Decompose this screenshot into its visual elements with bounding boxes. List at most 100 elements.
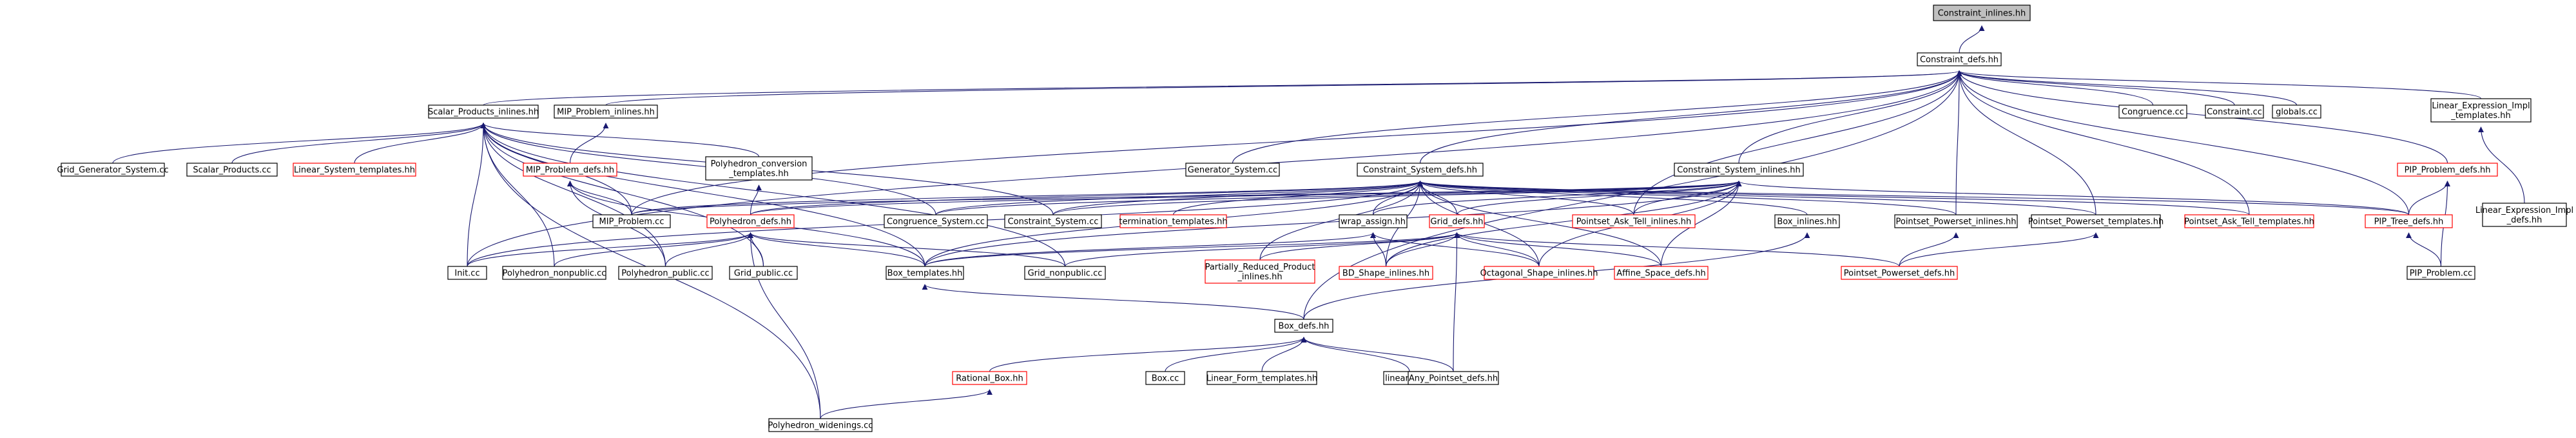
node-mipdefs[interactable]: MIP_Problem_defs.hh (523, 163, 617, 177)
node-boxdefs[interactable]: Box_defs.hh (1274, 319, 1333, 333)
node-lft[interactable]: Linear_Form_templates.hh (1206, 371, 1317, 385)
node-label: globals.cc (2276, 108, 2318, 117)
node-box (293, 163, 416, 177)
edge-ppt-to-csdefs (1417, 181, 2097, 215)
node-box (447, 266, 487, 280)
node-glob[interactable]: globals.cc (2272, 105, 2321, 119)
node-label: Constraint_inlines.hh (1938, 9, 2026, 19)
node-affs[interactable]: Affine_Space_defs.hh (1614, 266, 1709, 280)
node-mipcc[interactable]: MIP_Problem.cc (592, 214, 671, 228)
edge-patt-to-cdefs (1956, 70, 2250, 215)
edge-bds-to-wrap (1370, 232, 1387, 267)
node-boxcc[interactable]: Box.cc (1145, 371, 1185, 385)
node-label: Polyhedron_defs.hh (710, 217, 791, 227)
node-boxinl[interactable]: Box_inlines.hh (1774, 214, 1840, 228)
edge-lin-to-boxdefs (1301, 337, 1410, 372)
node-box (1408, 371, 1499, 385)
node-box (1004, 214, 1102, 228)
node-boxt[interactable]: Box_templates.hh (886, 266, 964, 280)
node-ppinl[interactable]: Pointset_Powerset_inlines.hh (1894, 214, 2018, 228)
edge-gridnp-to-spi (480, 123, 1066, 267)
edge-patinl-to-csdefs (1417, 181, 1634, 215)
node-apd[interactable]: Any_Pointset_defs.hh (1408, 371, 1499, 385)
node-patinl[interactable]: Pointset_Ask_Tell_inlines.hh (1572, 214, 1696, 228)
node-box (1917, 52, 2002, 66)
node-pipdefs[interactable]: PIP_Problem_defs.hh (2397, 163, 2498, 177)
node-polypub[interactable]: Polyhedron_public.cc (618, 266, 713, 280)
node-label: Octagonal_Shape_inlines.hh (1480, 269, 1598, 279)
node-label: Grid_Generator_System.cc (57, 166, 168, 175)
node-label: BD_Shape_inlines.hh (1342, 269, 1429, 279)
node-polynp[interactable]: Polyhedron_nonpublic.cc (502, 266, 606, 280)
node-label: Grid_nonpublic.cc (1028, 269, 1103, 279)
node-label: Box_templates.hh (887, 269, 963, 279)
node-box (1933, 5, 2031, 21)
node-pct[interactable]: Polyhedron_conversion_templates.hh (705, 156, 813, 181)
node-label: PIP_Problem.cc (2410, 269, 2473, 279)
node-ppdefs[interactable]: Pointset_Powerset_defs.hh (1841, 266, 1958, 280)
node-termt[interactable]: termination_templates.hh (1119, 214, 1228, 228)
node-box (1339, 214, 1408, 228)
edge-leimpldefs-to-leimpl (2478, 126, 2525, 204)
node-bds[interactable]: BD_Shape_inlines.hh (1339, 266, 1433, 280)
node-griddefs[interactable]: Grid_defs.hh (1429, 214, 1485, 228)
node-leimpldefs[interactable]: Linear_Expression_Impl_defs.hh (2475, 203, 2573, 227)
node-csinl[interactable]: Constraint_System_inlines.hh (1674, 163, 1804, 177)
node-gscc[interactable]: Generator_System.cc (1185, 163, 1280, 177)
node-rbox[interactable]: Rational_Box.hh (952, 371, 1027, 385)
edge-apd-to-griddefs (1453, 232, 1460, 372)
node-spi[interactable]: Scalar_Products_inlines.hh (428, 105, 539, 119)
node-label: Generator_System.cc (1188, 166, 1277, 175)
node-pwid[interactable]: Polyhedron_widenings.cc (768, 418, 873, 432)
edge-ppinl-to-cdefs (1955, 70, 1962, 215)
node-label: PIP_Problem_defs.hh (2405, 166, 2491, 175)
node-box (2031, 214, 2161, 228)
node-label: Linear_Form_templates.hh (1206, 374, 1317, 384)
node-pipcc[interactable]: PIP_Problem.cc (2407, 266, 2475, 280)
node-label: Pointset_Powerset_defs.hh (1844, 269, 1955, 279)
node-cong[interactable]: Congruence.cc (2118, 105, 2187, 119)
node-spcc[interactable]: Scalar_Products.cc (186, 163, 278, 177)
edge-boxt-to-griddefs (924, 232, 1460, 267)
node-congsys[interactable]: Congruence_System.cc (884, 214, 988, 228)
edge-piptree-to-csinl (1736, 181, 2410, 215)
edge-bds-to-griddefs (1385, 232, 1460, 267)
edge-bds-to-csinl (1385, 181, 1742, 267)
edge-cdefs-to-root (1959, 25, 1985, 54)
node-box (2430, 98, 2532, 123)
node-gridpub[interactable]: Grid_public.cc (729, 266, 798, 280)
node-octs[interactable]: Octagonal_Shape_inlines.hh (1480, 266, 1598, 280)
edge-gridnp-to-polydefs (748, 232, 1066, 267)
node-csdefs[interactable]: Constraint_System_defs.hh (1357, 163, 1484, 177)
node-root[interactable]: Constraint_inlines.hh (1933, 5, 2031, 21)
node-piptree[interactable]: PIP_Tree_defs.hh (2365, 214, 2453, 228)
node-wrap[interactable]: wrap_assign.hh (1339, 214, 1408, 228)
node-box (1024, 266, 1106, 280)
edge-piptree-to-pipdefs (2408, 181, 2450, 215)
node-box (1357, 163, 1484, 177)
edge-polypub-to-polydefs (664, 232, 753, 267)
node-prp[interactable]: Partially_Reduced_Product_inlines.hh (1205, 259, 1315, 284)
edge-initcc-to-spi (467, 123, 487, 267)
node-label: _templates.hh (2450, 111, 2511, 121)
node-box (1572, 214, 1696, 228)
node-patt[interactable]: Pointset_Ask_Tell_templates.hh (2184, 214, 2314, 228)
edge-cong-to-cdefs (1956, 70, 2154, 106)
node-label: Box.cc (1152, 374, 1179, 384)
node-box (428, 105, 539, 119)
node-gridnp[interactable]: Grid_nonpublic.cc (1024, 266, 1106, 280)
node-constrsys[interactable]: Constraint_System.cc (1004, 214, 1102, 228)
node-initcc[interactable]: Init.cc (447, 266, 487, 280)
node-lst[interactable]: Linear_System_templates.hh (293, 163, 416, 177)
node-ggs[interactable]: Grid_Generator_System.cc (57, 163, 169, 177)
edge-octs-to-griddefs (1454, 232, 1540, 267)
node-label: Linear_Expression_Impl (2475, 206, 2573, 215)
edge-boxt-to-csinl (924, 181, 1742, 267)
node-cdefs[interactable]: Constraint_defs.hh (1917, 52, 2002, 66)
node-mipi[interactable]: MIP_Problem_inlines.hh (554, 105, 658, 119)
node-polydefs[interactable]: Polyhedron_defs.hh (706, 214, 795, 228)
node-ppt[interactable]: Pointset_Powerset_templates.hh (2028, 214, 2164, 228)
node-constr[interactable]: Constraint.cc (2205, 105, 2264, 119)
node-leimpl[interactable]: Linear_Expression_Impl_templates.hh (2430, 98, 2532, 123)
